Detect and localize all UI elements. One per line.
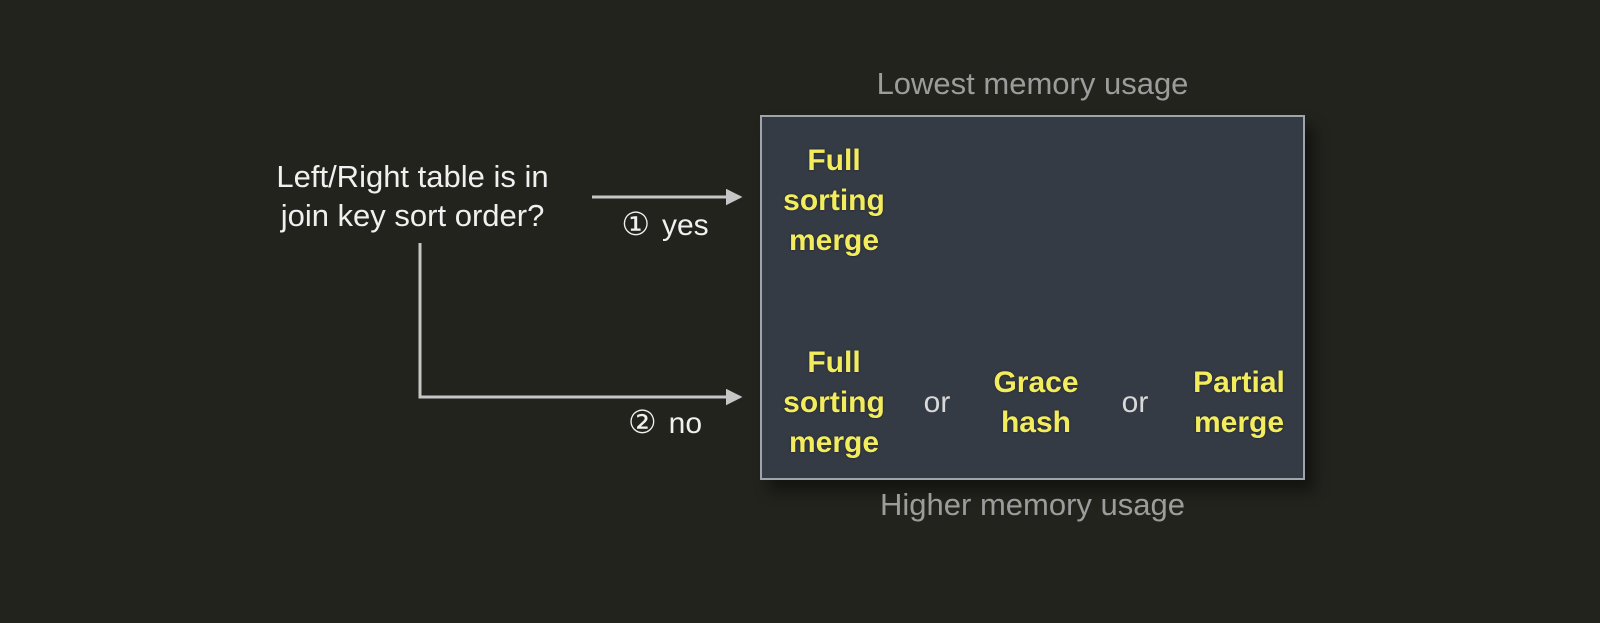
branch-no-text: no bbox=[668, 407, 703, 440]
branch-no-number-icon: ② bbox=[627, 404, 657, 440]
algorithms-box: Full sorting merge Full sorting merge or… bbox=[760, 115, 1305, 480]
or-separator-2: or bbox=[1121, 386, 1149, 419]
branch-yes-number-icon: ① bbox=[621, 206, 650, 242]
no-arrow bbox=[418, 243, 743, 406]
algorithm-full-sorting-merge-unsorted: Full sorting merge bbox=[783, 346, 885, 459]
branch-label-yes: ① yes bbox=[585, 205, 745, 243]
caption-higher-memory: Higher memory usage bbox=[880, 487, 1185, 522]
branch-yes-text: yes bbox=[662, 209, 709, 242]
or-separator-1: or bbox=[923, 386, 951, 419]
caption-lowest-memory: Lowest memory usage bbox=[876, 66, 1189, 101]
algorithm-full-sorting-merge-sorted: Full sorting merge bbox=[783, 144, 885, 257]
algorithm-partial-merge: Partial merge bbox=[1193, 366, 1285, 439]
question-text: Left/Right table is in join key sort ord… bbox=[276, 159, 549, 233]
branch-label-no: ② no bbox=[585, 403, 745, 441]
unsorted-algorithms-row: Full sorting merge or Grace hash or Part… bbox=[764, 343, 1301, 463]
algorithm-grace-hash: Grace hash bbox=[993, 366, 1079, 439]
